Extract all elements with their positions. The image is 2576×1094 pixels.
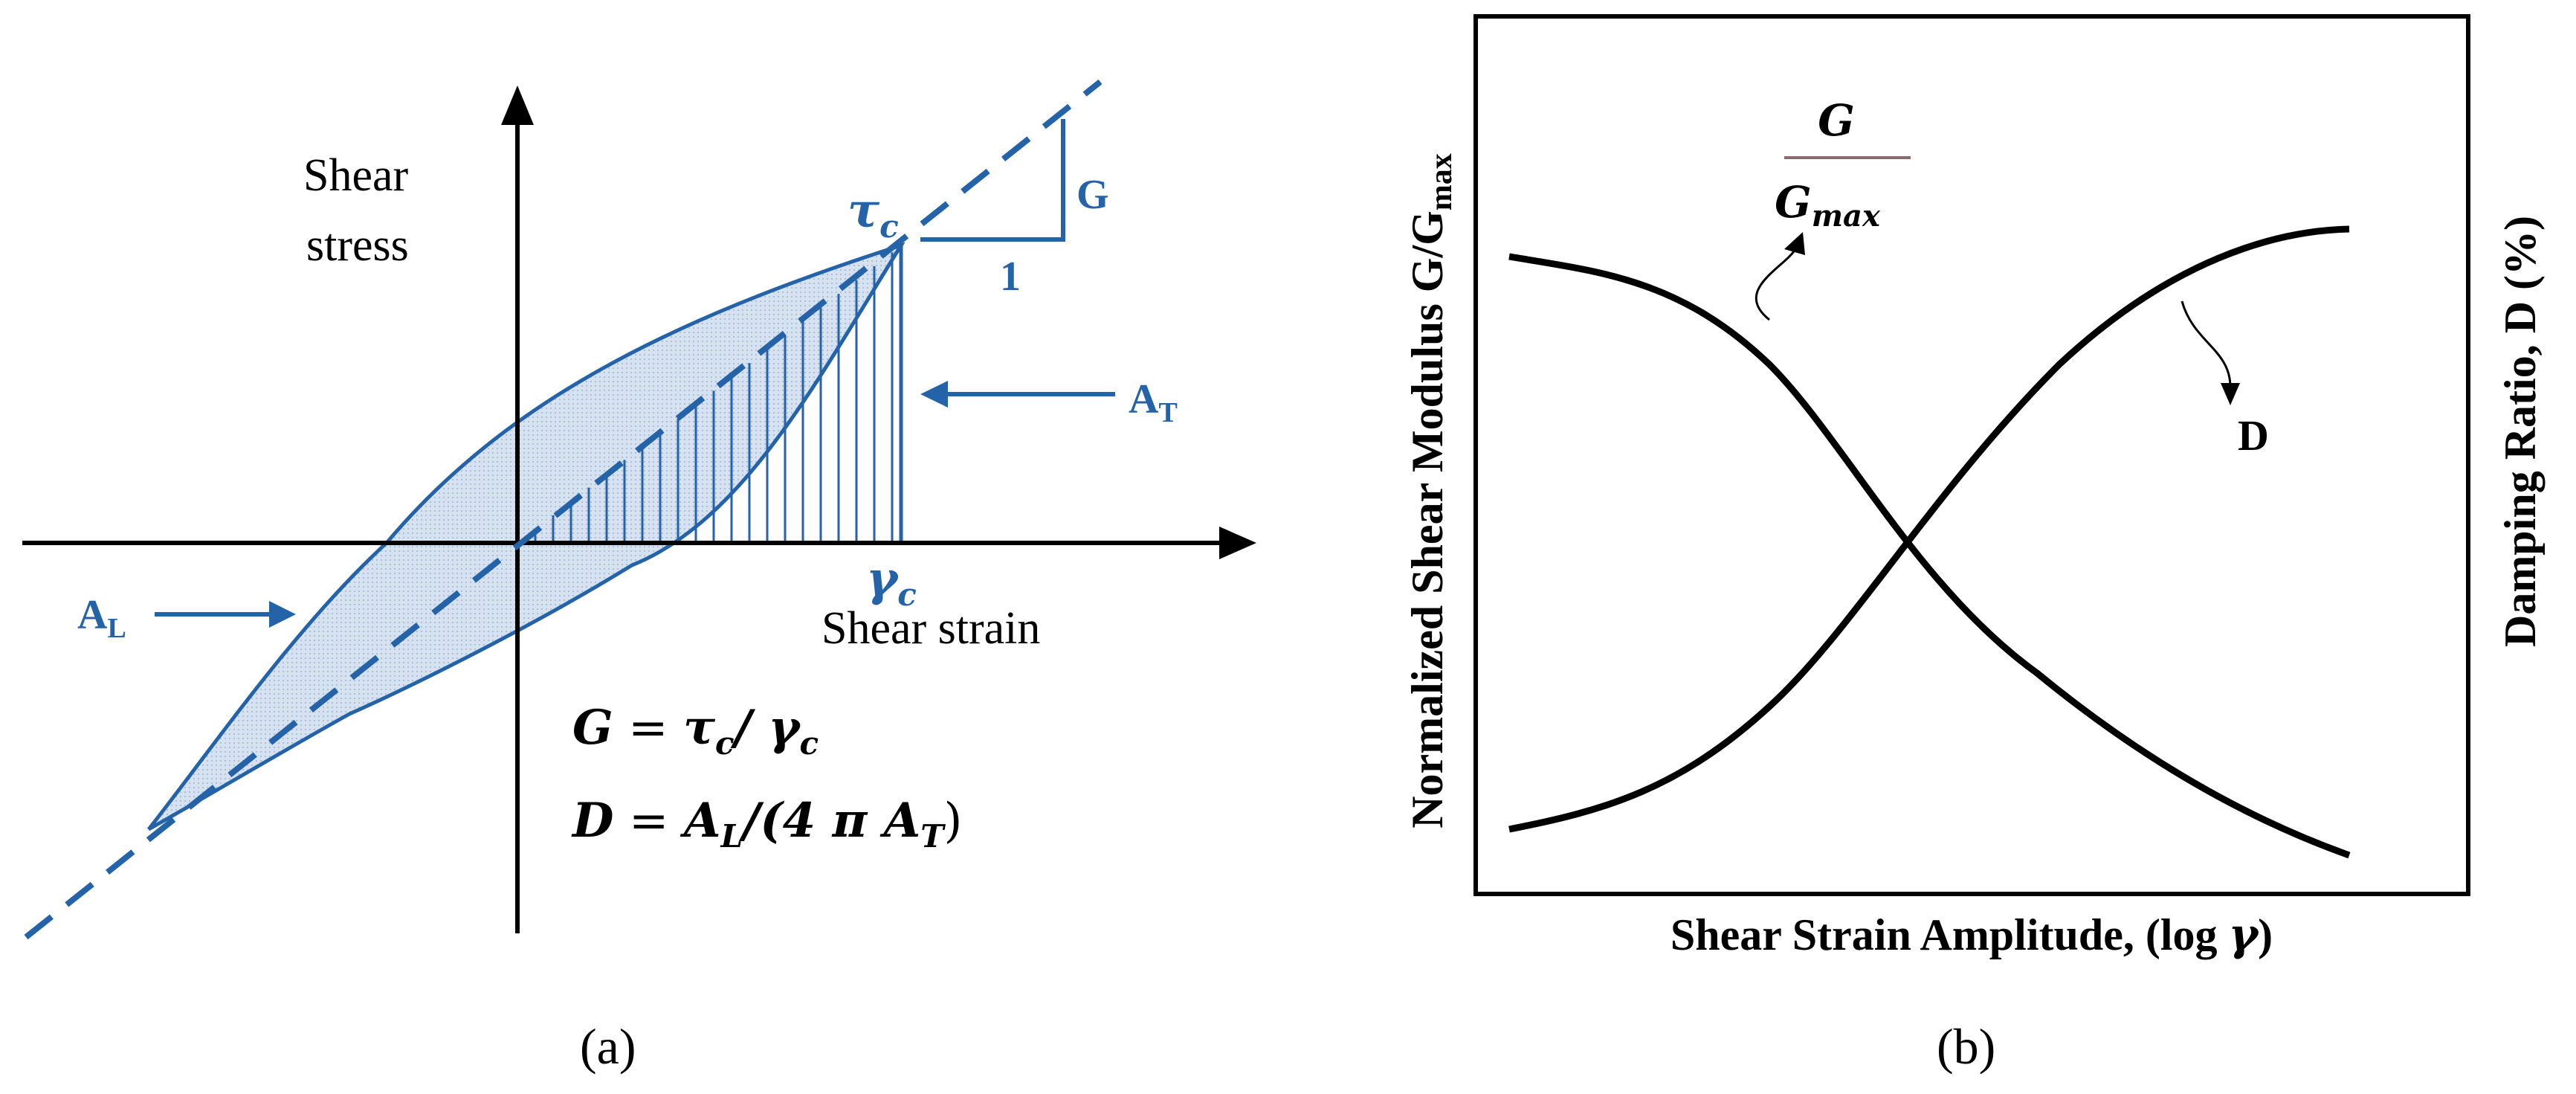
slope-triangle xyxy=(920,119,1065,242)
a-l-arrowhead xyxy=(269,601,296,628)
equation-shear-modulus: G = τc/ γc xyxy=(572,700,819,762)
y-axis-label-line1: Shear xyxy=(303,150,409,201)
equation-damping-ratio: D = AL/(4 π AT) xyxy=(571,793,962,855)
hysteresis-loop-outline xyxy=(147,242,906,831)
panel-a-hysteresis: Shear stress Shear strain τc γc G 1 AT A… xyxy=(22,79,1256,1075)
a-t-arrowhead xyxy=(920,381,948,408)
damping-label: D xyxy=(2238,411,2269,460)
modulus-leader-arrowhead xyxy=(1784,232,1805,255)
panel-b-caption: (b) xyxy=(1937,1018,1995,1075)
a-l-label: AL xyxy=(77,592,126,644)
y-left-axis-label: Normalized Shear Modulus G/Gmax xyxy=(1403,153,1459,828)
slope-run-label: 1 xyxy=(1000,254,1021,300)
x-axis-arrowhead xyxy=(1219,527,1256,559)
tau-c-label: τc xyxy=(848,183,899,245)
x-axis-label: Shear strain xyxy=(821,603,1040,654)
y-axis-label-line2: stress xyxy=(306,220,409,271)
modulus-reduction-curve xyxy=(1508,253,2351,859)
damping-leader-line xyxy=(2180,300,2232,387)
y-axis-arrowhead xyxy=(501,86,534,125)
plot-frame xyxy=(1473,14,2470,896)
y-right-axis-label: Damping Ratio, D (%) xyxy=(2496,216,2545,647)
panel-b-modulus-damping: G Gmax D Shear Strain Amplitude, (log γ)… xyxy=(1403,14,2545,1075)
gamma-c-label: γc xyxy=(866,551,917,613)
damping-leader-arrowhead xyxy=(2221,383,2240,405)
damping-ratio-curve xyxy=(1508,225,2350,833)
x-axis-label: Shear Strain Amplitude, (log γ) xyxy=(1670,909,2273,961)
modulus-label-denominator: Gmax xyxy=(1775,177,1881,234)
panel-a-caption: (a) xyxy=(580,1018,636,1075)
modulus-leader-line xyxy=(1755,248,1797,321)
modulus-label-numerator: G xyxy=(1818,95,1855,146)
slope-rise-label: G xyxy=(1076,172,1109,218)
hatch-lines xyxy=(534,252,894,543)
secant-modulus-line xyxy=(24,79,1103,940)
a-t-label: AT xyxy=(1129,376,1178,428)
